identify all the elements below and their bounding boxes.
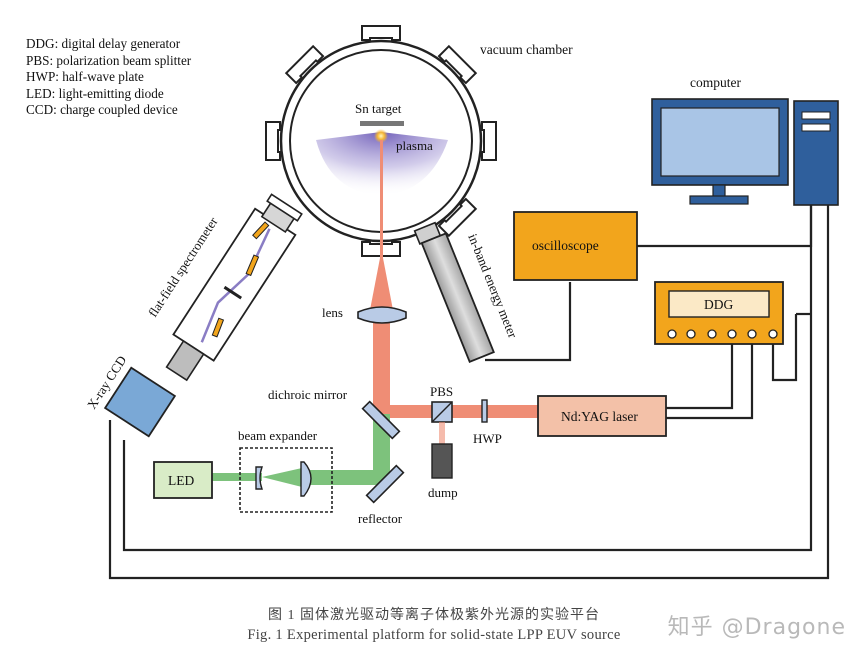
plasma-label: plasma	[396, 138, 433, 153]
cable-computer-to-ccd-inner	[122, 204, 813, 552]
cable-ddg-to-laser-a	[666, 342, 734, 410]
led-box	[153, 461, 213, 499]
hwp-label: HWP	[473, 431, 502, 446]
laser-beam-horizontal	[381, 405, 538, 418]
ddg-knob	[768, 329, 778, 339]
cable-computer-to-ccd-outer	[108, 204, 830, 580]
monitor-screen	[660, 107, 780, 177]
abbreviation-legend: DDG: digital delay generator PBS: polari…	[26, 36, 191, 119]
cable-computer-to-oscilloscope	[637, 204, 813, 248]
ddg-label: DDG	[704, 297, 733, 312]
cable-ddg-to-oscilloscope	[771, 314, 798, 382]
xray-ccd	[103, 366, 177, 438]
figure-caption-english: Fig. 1 Experimental platform for solid-s…	[247, 627, 621, 643]
ddg-knob	[727, 329, 737, 339]
monitor-base	[689, 195, 749, 205]
led-beam-expanded	[302, 470, 390, 485]
legend-item: CCD: charge coupled device	[26, 102, 178, 118]
laser-label: Nd:YAG laser	[561, 409, 638, 424]
focusing-lens	[357, 306, 407, 324]
lens-label: lens	[322, 305, 343, 320]
ddg-knob	[686, 329, 696, 339]
laser-beam-cone	[370, 258, 393, 310]
laser-beam-vertical	[373, 310, 390, 414]
laser-beam-focus	[380, 140, 383, 260]
oscilloscope-label: oscilloscope	[532, 238, 599, 253]
monitor-stand	[712, 184, 726, 198]
plasma-spark	[374, 129, 388, 143]
energy-meter	[413, 221, 495, 364]
cables	[108, 204, 830, 580]
cable-ddg-to-laser-b	[666, 342, 754, 420]
legend-item: PBS: polarization beam splitter	[26, 52, 192, 68]
reflector-label: reflector	[358, 511, 403, 526]
computer-label: computer	[690, 75, 741, 90]
dichroic-mirror	[361, 400, 401, 440]
oscilloscope-box	[513, 211, 638, 281]
dump-label: dump	[428, 485, 458, 500]
reflector-mirror	[365, 464, 405, 504]
ddg-unit	[654, 281, 784, 345]
watermark-text: 知乎 @Dragone	[667, 615, 846, 640]
cable-meter-to-oscilloscope	[485, 282, 572, 362]
vacuum-chamber-label: vacuum chamber	[480, 42, 573, 57]
ddg-knob	[707, 329, 717, 339]
computer	[651, 98, 839, 206]
beam-expander-label: beam expander	[238, 428, 318, 443]
beam-expander-frame	[239, 447, 333, 513]
pbs-label: PBS	[430, 384, 453, 399]
dichroic-mirror-label: dichroic mirror	[268, 387, 348, 402]
ddg-knob	[667, 329, 677, 339]
pbs-drop-beam	[439, 422, 445, 444]
hwp-plate	[481, 399, 488, 423]
flat-field-spectrometer	[165, 193, 303, 382]
figure-caption-chinese: 图 1 固体激光驱动等离子体极紫外光源的实验平台	[268, 608, 600, 623]
pbs-cube	[431, 401, 453, 423]
sn-target-label: Sn target	[355, 101, 402, 116]
led-label: LED	[168, 473, 194, 488]
legend-item: DDG: digital delay generator	[26, 36, 181, 51]
ndyag-laser-box	[537, 395, 667, 437]
expander-concave-lens	[255, 466, 263, 490]
legend-item: HWP: half-wave plate	[26, 69, 144, 85]
expander-convex-lens	[300, 461, 312, 497]
ddg-knob	[747, 329, 757, 339]
legend-item: LED: light-emitting diode	[26, 85, 164, 101]
led-beam-narrow	[212, 473, 262, 481]
beam-dump	[431, 443, 453, 479]
led-beam-cone	[262, 468, 302, 487]
sn-target	[360, 121, 404, 126]
